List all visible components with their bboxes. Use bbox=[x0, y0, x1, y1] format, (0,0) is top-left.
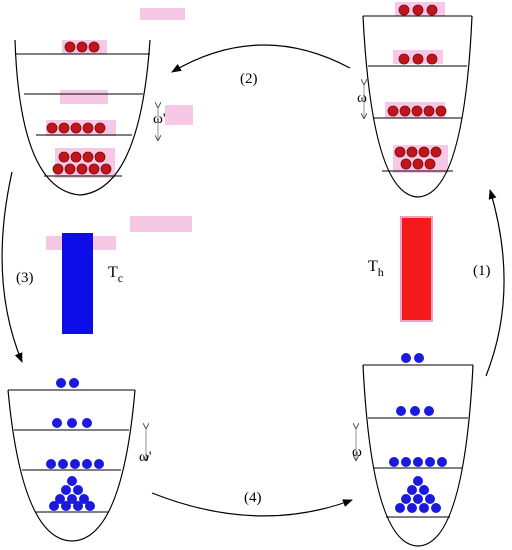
step1-arrow-icon bbox=[485, 189, 505, 377]
hot-reservoir-bar bbox=[400, 216, 433, 322]
hot-reservoir: Th bbox=[368, 216, 433, 322]
omega-label-top: ω bbox=[357, 90, 367, 106]
omega-prime-label-bottom: ω' bbox=[139, 449, 152, 465]
trap-top-left: ω' bbox=[14, 8, 193, 196]
trap-bottom-right: ω bbox=[352, 353, 474, 547]
trap-bottom-left: ω' bbox=[7, 378, 152, 542]
energy-levels bbox=[15, 53, 150, 177]
trap-potential bbox=[362, 364, 474, 547]
energy-levels bbox=[363, 15, 472, 172]
cold-atoms bbox=[389, 353, 447, 513]
trap-potential bbox=[362, 15, 473, 198]
step3-arrow-icon bbox=[1, 171, 23, 363]
step3-label: (3) bbox=[16, 270, 34, 286]
highlight-patches bbox=[46, 8, 193, 178]
tc-label: Tc bbox=[108, 264, 123, 285]
step2-label: (2) bbox=[240, 71, 258, 87]
cold-atoms bbox=[46, 378, 104, 511]
step4-arrow-icon bbox=[151, 492, 353, 517]
trap-top-right: ω bbox=[357, 2, 473, 198]
step2-arrow-icon bbox=[171, 44, 351, 73]
trap-potential bbox=[7, 389, 136, 542]
highlight-patch bbox=[130, 216, 192, 232]
energy-levels bbox=[363, 364, 473, 518]
omega-prime-label-top: ω' bbox=[153, 111, 166, 127]
step4-label: (4) bbox=[244, 490, 262, 506]
step1-label: (1) bbox=[473, 263, 491, 279]
th-label: Th bbox=[368, 258, 384, 279]
energy-levels bbox=[8, 389, 135, 513]
cold-reservoir: Tc bbox=[46, 216, 192, 334]
cold-reservoir-bar bbox=[62, 233, 93, 334]
hot-atoms bbox=[387, 4, 447, 170]
trap-potential bbox=[14, 39, 151, 196]
omega-label-bottom: ω bbox=[352, 444, 362, 460]
hot-atoms bbox=[46, 41, 112, 175]
